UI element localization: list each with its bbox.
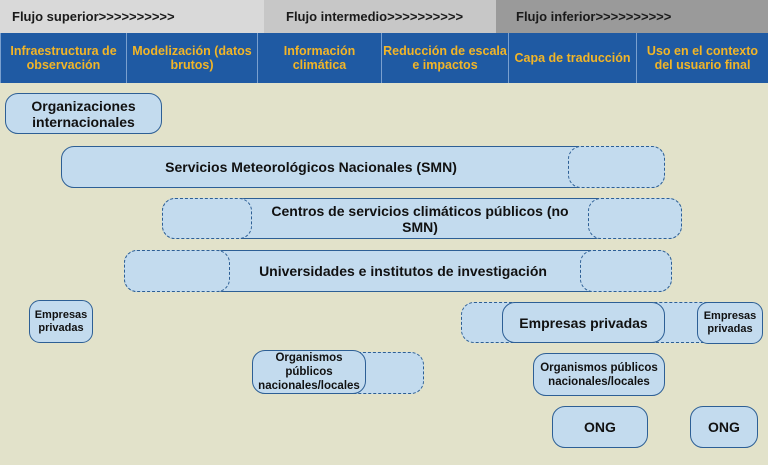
column-header-downscaling: Reducción de escala e impactos bbox=[381, 33, 508, 83]
actor-private-companies-upstream: Empresas privadas bbox=[29, 300, 93, 343]
column-header-climate-information: Información climática bbox=[257, 33, 381, 83]
actor-nmhs-extension bbox=[568, 146, 665, 188]
actor-ngo-translation: ONG bbox=[552, 406, 648, 448]
column-header-band bbox=[0, 33, 768, 83]
actor-nmhs-label: Servicios Meteorológicos Nacionales (SMN… bbox=[165, 159, 457, 175]
column-header-translation: Capa de traducción bbox=[508, 33, 636, 83]
actor-public-climate-centres-extension-left bbox=[162, 198, 252, 239]
actor-ngo-end-user: ONG bbox=[690, 406, 758, 448]
actor-universities-extension-right bbox=[580, 250, 672, 292]
actor-nmhs-bar bbox=[61, 146, 665, 188]
flow-midstream-label: Flujo intermedio>>>>>>>>>> bbox=[264, 0, 496, 33]
actor-private-companies-downstream: Empresas privadas bbox=[502, 302, 665, 343]
actor-public-bodies-downstream: Organismos públicos nacionales/locales bbox=[533, 353, 665, 396]
actor-international-organizations: Organizaciones internacionales bbox=[5, 93, 162, 134]
actor-public-bodies-midstream: Organismos públicos nacionales/locales bbox=[252, 350, 366, 394]
column-header-observation: Infraestructura de observación bbox=[0, 33, 126, 83]
flow-upstream-label: Flujo superior>>>>>>>>>> bbox=[0, 0, 264, 33]
actor-private-companies-end-user: Empresas privadas bbox=[697, 302, 763, 344]
actor-public-climate-centres-extension-right bbox=[588, 198, 682, 239]
actor-universities-label: Universidades e institutos de investigac… bbox=[259, 263, 547, 279]
flow-downstream-label: Flujo inferior>>>>>>>>>> bbox=[496, 0, 768, 33]
column-header-modelling: Modelización (datos brutos) bbox=[126, 33, 257, 83]
actor-universities-extension-left bbox=[124, 250, 230, 292]
actor-public-climate-centres-label: Centros de servicios climáticos públicos… bbox=[271, 202, 569, 235]
column-header-end-user: Uso en el contexto del usuario final bbox=[636, 33, 768, 83]
